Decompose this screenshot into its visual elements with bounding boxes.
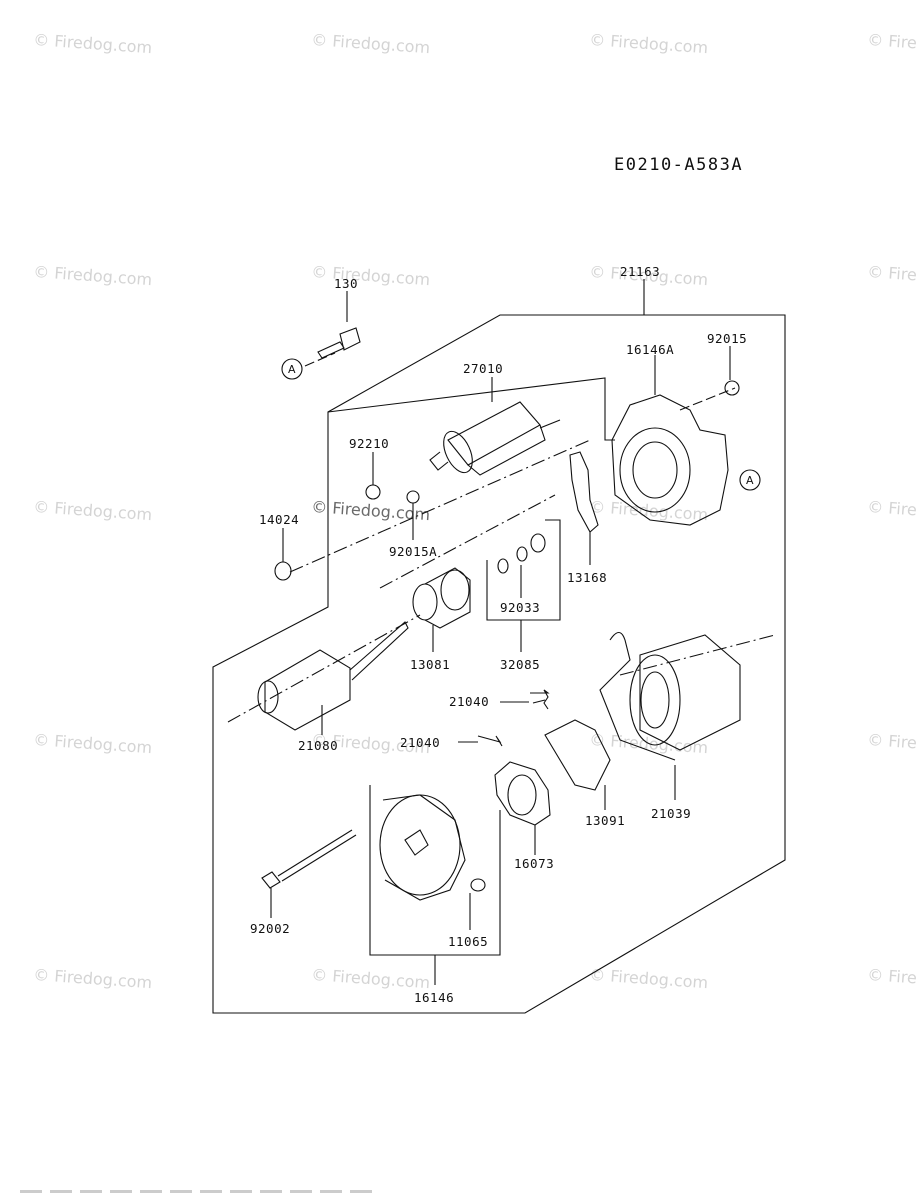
assembly-axis (619, 634, 776, 676)
ref-marker-a (281, 358, 303, 380)
footer-strip (20, 1190, 380, 1193)
part-label: 21163 (620, 264, 661, 279)
bracket-16146 (369, 785, 501, 956)
cap-14024 (274, 561, 292, 581)
part-label: 11065 (448, 934, 489, 949)
brush-holder-13091 (544, 719, 611, 810)
part-label: 21039 (651, 806, 692, 821)
part-label: 21040 (449, 694, 490, 709)
spring-21040 (477, 735, 503, 747)
assembly-axis (227, 614, 421, 723)
part-label: 92015A (389, 544, 438, 559)
part-label: 14024 (259, 512, 300, 527)
lever-13168 (569, 451, 599, 565)
assembly-axis (304, 352, 336, 367)
armature-21080 (257, 621, 409, 735)
part-label: 130 (334, 276, 359, 291)
through-bolt-92002 (261, 829, 357, 918)
part-label: 16073 (514, 856, 555, 871)
washer-92033 (497, 558, 509, 574)
part-label: 21040 (400, 735, 441, 750)
part-label: 32085 (500, 657, 541, 672)
clutch-13081 (412, 567, 471, 652)
part-label: 13091 (585, 813, 626, 828)
spring-21040 (530, 689, 550, 710)
part-label: 16146 (414, 990, 455, 1005)
bolt-130 (317, 291, 361, 359)
part-label: 16146A (626, 342, 675, 357)
diagram-code: E0210-A583A (614, 155, 744, 175)
bracket-32085 (486, 519, 561, 621)
assembly-axis (379, 494, 556, 589)
solenoid-frame (327, 377, 615, 441)
part-label: 92015 (707, 331, 748, 346)
part-label: 13168 (567, 570, 608, 585)
ref-marker-label: A (288, 363, 296, 376)
group-frame (212, 314, 786, 1014)
end-frame-16146 (379, 794, 466, 901)
ref-marker-label: A (746, 474, 754, 487)
yoke-21039 (599, 631, 741, 800)
assembly-axis (289, 439, 591, 573)
part-label: 92210 (349, 436, 390, 451)
nut-92210 (365, 484, 381, 500)
part-label: 92033 (500, 600, 541, 615)
part-label: 92002 (250, 921, 291, 936)
housing-16146A (611, 355, 729, 526)
plate-16073 (494, 761, 551, 855)
ref-marker-a (739, 469, 761, 491)
part-label: 27010 (463, 361, 504, 376)
part-label: 13081 (410, 657, 451, 672)
nut-92015 (724, 380, 740, 396)
washer-92033 (516, 546, 528, 562)
screw-11065 (470, 878, 486, 892)
washer-92015A (406, 490, 420, 504)
assembly-axis (679, 387, 736, 411)
solenoid-27010 (429, 377, 561, 476)
washer-92033 (530, 533, 546, 553)
part-label: 21080 (298, 738, 339, 753)
